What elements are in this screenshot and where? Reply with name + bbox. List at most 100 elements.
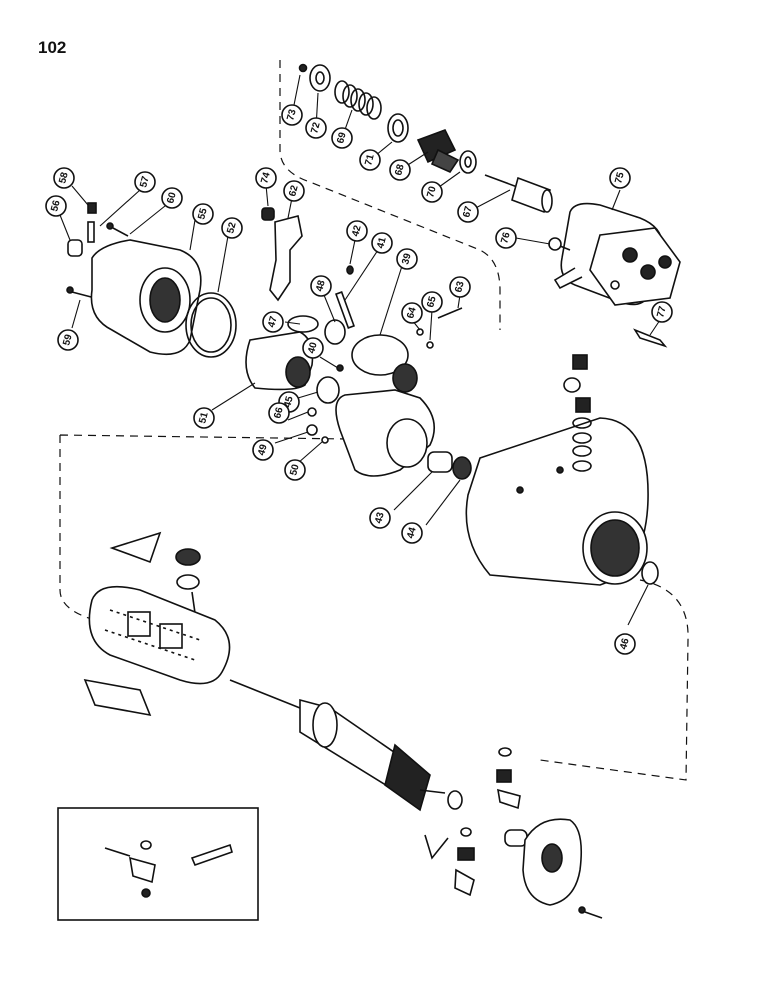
callout-circle bbox=[389, 159, 411, 181]
part-callout-58: 58 bbox=[53, 167, 75, 189]
part-callout-44: 44 bbox=[401, 522, 423, 544]
callout-circle bbox=[359, 149, 381, 171]
part-callout-55: 55 bbox=[192, 203, 214, 225]
callout-label: 56 bbox=[49, 199, 63, 213]
callout-label: 76 bbox=[499, 231, 513, 245]
callout-label: 66 bbox=[272, 406, 286, 420]
callout-label: 58 bbox=[57, 171, 71, 185]
callout-circle bbox=[305, 117, 327, 139]
part-callout-75: 75 bbox=[609, 167, 631, 189]
callout-circle bbox=[421, 291, 443, 313]
callout-label: 52 bbox=[225, 221, 239, 235]
solenoid-plunger-rod bbox=[484, 174, 553, 214]
page-number: 102 bbox=[38, 38, 67, 57]
callout-circle bbox=[302, 337, 324, 359]
bushing-and-seal bbox=[416, 307, 472, 480]
part-callout-63: 63 bbox=[449, 276, 471, 298]
callout-circle bbox=[192, 203, 214, 225]
callout-label: 71 bbox=[363, 153, 377, 167]
part-callout-49: 49 bbox=[252, 439, 274, 461]
callout-label: 75 bbox=[613, 171, 627, 185]
part-callout-67: 67 bbox=[457, 201, 479, 223]
housing-gasket bbox=[185, 292, 237, 358]
callout-circle bbox=[651, 301, 673, 323]
callout-label: 57 bbox=[138, 175, 152, 189]
terminal-stack bbox=[563, 354, 592, 472]
callout-circle bbox=[45, 195, 67, 217]
part-callout-47: 47 bbox=[262, 311, 284, 333]
arrow-indicator bbox=[109, 531, 162, 564]
part-callout-77: 77 bbox=[651, 301, 673, 323]
callout-label: 44 bbox=[405, 526, 419, 540]
callout-label: 59 bbox=[61, 333, 75, 347]
callout-label: 41 bbox=[375, 236, 389, 250]
brush-holder-parts bbox=[175, 548, 201, 621]
end-washer bbox=[641, 561, 659, 585]
callout-circle bbox=[495, 227, 517, 249]
callout-label: 72 bbox=[309, 121, 323, 135]
callout-label: 51 bbox=[197, 411, 211, 425]
part-callout-64: 64 bbox=[401, 302, 423, 324]
callout-label: 67 bbox=[461, 205, 475, 219]
callout-label: 64 bbox=[405, 306, 419, 320]
field-frame bbox=[465, 417, 649, 586]
callout-label: 65 bbox=[425, 295, 439, 309]
part-callout-72: 72 bbox=[305, 117, 327, 139]
callout-label: 74 bbox=[259, 171, 273, 185]
part-callout-50: 50 bbox=[284, 459, 306, 481]
callout-circle bbox=[449, 276, 471, 298]
callout-circle bbox=[193, 407, 215, 429]
part-callout-71: 71 bbox=[359, 149, 381, 171]
part-callout-74: 74 bbox=[255, 167, 277, 189]
callout-circle bbox=[284, 459, 306, 481]
part-callout-48: 48 bbox=[310, 275, 332, 297]
callout-label: 50 bbox=[288, 463, 302, 477]
part-callout-66: 66 bbox=[268, 402, 290, 424]
part-callout-60: 60 bbox=[161, 187, 183, 209]
solenoid-screw bbox=[548, 237, 571, 251]
drive-housing bbox=[90, 239, 202, 356]
callout-circle bbox=[371, 232, 393, 254]
callout-circle bbox=[268, 402, 290, 424]
callout-label: 46 bbox=[618, 637, 632, 651]
inset-detail bbox=[57, 807, 259, 921]
callout-circle bbox=[134, 171, 156, 193]
callout-label: 68 bbox=[393, 163, 407, 177]
armature bbox=[229, 679, 463, 812]
callout-circle bbox=[346, 220, 368, 242]
callout-circle bbox=[255, 167, 277, 189]
callout-label: 60 bbox=[165, 191, 179, 205]
part-callout-76: 76 bbox=[495, 227, 517, 249]
callout-label: 47 bbox=[266, 315, 280, 329]
shift-lever bbox=[261, 207, 303, 302]
callout-circle bbox=[252, 439, 274, 461]
callout-circle bbox=[53, 167, 75, 189]
field-frame-end bbox=[334, 265, 436, 477]
callout-circle bbox=[57, 329, 79, 351]
commutator-end-plate bbox=[522, 818, 603, 919]
callout-circle bbox=[283, 180, 305, 202]
small-hardware-left bbox=[66, 202, 129, 299]
callout-label: 70 bbox=[425, 185, 439, 199]
part-callout-65: 65 bbox=[421, 291, 443, 313]
terminal-clip bbox=[633, 328, 668, 348]
part-callout-51: 51 bbox=[193, 407, 215, 429]
callout-label: 43 bbox=[373, 511, 387, 525]
callout-label: 49 bbox=[256, 443, 270, 457]
callout-circle bbox=[331, 127, 353, 149]
callout-circle bbox=[401, 302, 423, 324]
part-callout-39: 39 bbox=[396, 248, 418, 270]
callout-circle bbox=[457, 201, 479, 223]
part-callout-68: 68 bbox=[389, 159, 411, 181]
callout-label: 48 bbox=[314, 279, 328, 293]
callout-circle bbox=[369, 507, 391, 529]
part-callout-59: 59 bbox=[57, 329, 79, 351]
callout-circle bbox=[609, 167, 631, 189]
brush-hardware bbox=[424, 747, 528, 897]
callout-label: 69 bbox=[335, 131, 349, 145]
callout-circle bbox=[401, 522, 423, 544]
part-callout-43: 43 bbox=[369, 507, 391, 529]
callout-circle bbox=[161, 187, 183, 209]
part-callout-73: 73 bbox=[281, 104, 303, 126]
callout-circle bbox=[421, 181, 443, 203]
